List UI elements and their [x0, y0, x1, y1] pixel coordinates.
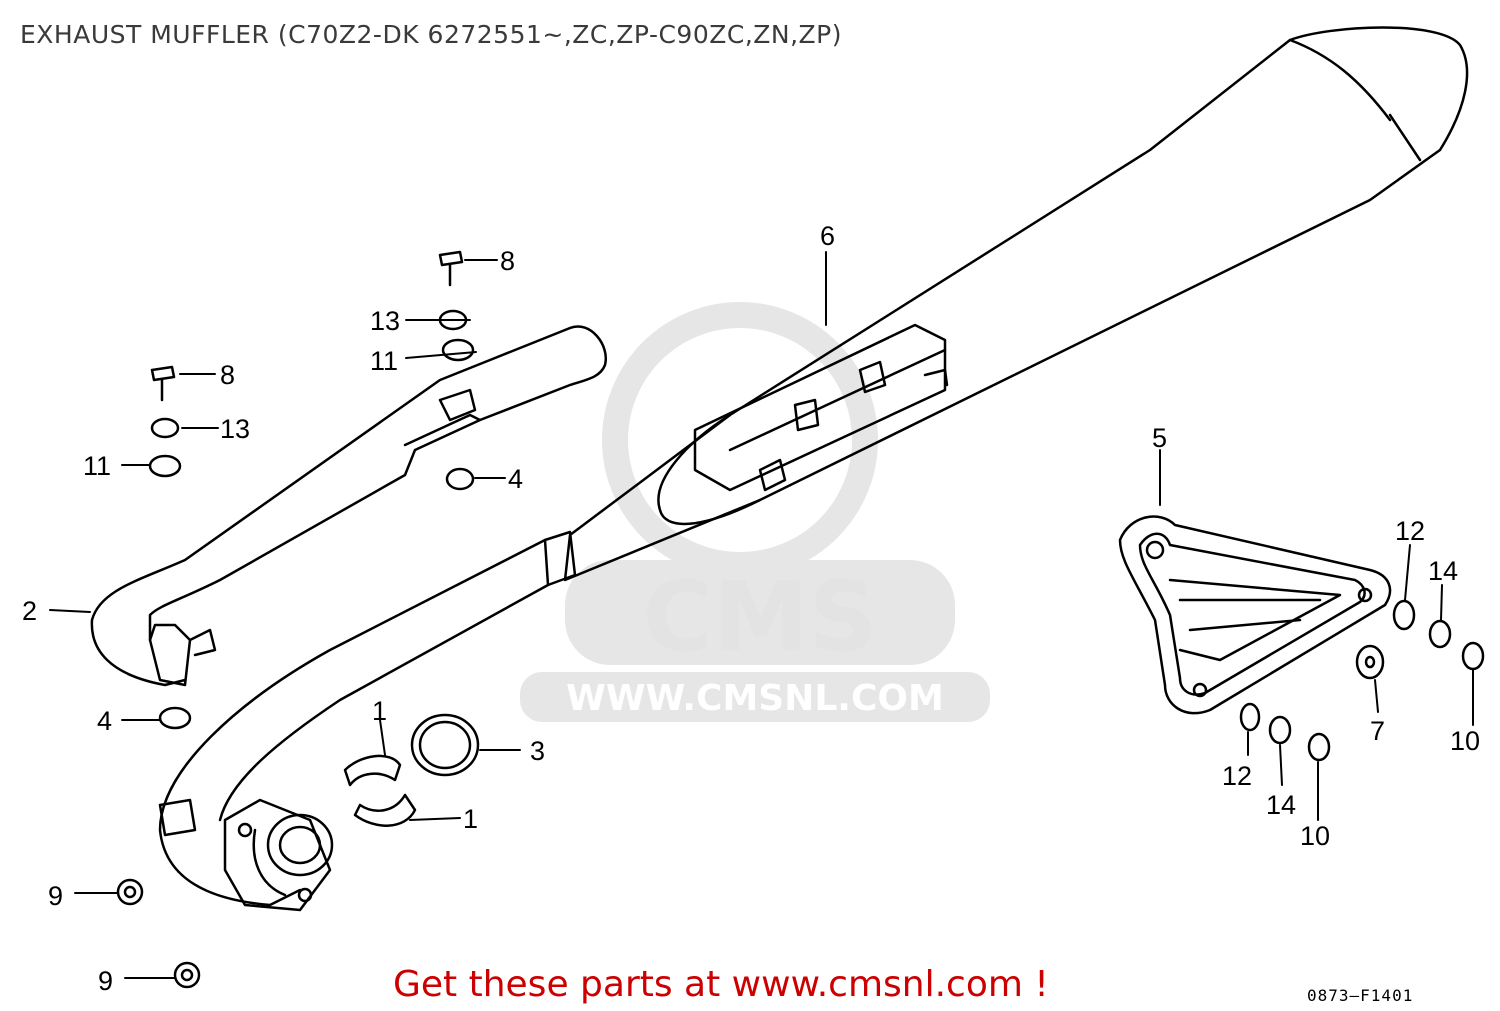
- callout-11: 11: [370, 346, 398, 376]
- callout-14: 14: [1428, 556, 1458, 586]
- callout-10: 10: [1300, 821, 1330, 851]
- muffler-body: [158, 26, 1469, 907]
- hardware-washer: [1239, 599, 1452, 745]
- exhaust-gasket-ring: [410, 713, 480, 777]
- callout-5: 5: [1152, 423, 1167, 453]
- watermark-url-text: WWW.CMSNL.COM: [566, 678, 944, 719]
- callout-14: 14: [1266, 790, 1296, 820]
- callout-1: 1: [463, 804, 478, 834]
- callout-13: 13: [220, 414, 250, 444]
- callout-10: 10: [1450, 726, 1480, 756]
- exhaust-joint-collar: [343, 754, 417, 827]
- callout-8: 8: [500, 246, 515, 276]
- callout-11: 11: [83, 451, 111, 481]
- callout-2: 2: [22, 596, 37, 626]
- callout-12: 12: [1222, 761, 1252, 791]
- callout-4: 4: [508, 464, 523, 494]
- callout-8: 8: [220, 360, 235, 390]
- callout-3: 3: [530, 736, 545, 766]
- exhaust-flange: [223, 798, 334, 912]
- callout-6: 6: [820, 221, 835, 251]
- callout-9: 9: [48, 881, 63, 911]
- callout-7: 7: [1370, 716, 1385, 746]
- callout-1: 1: [372, 696, 387, 726]
- callout-leader-lines: [49, 251, 1474, 979]
- callout-12: 12: [1395, 516, 1425, 546]
- page-title: EXHAUST MUFFLER (C70Z2-DK 6272551~,ZC,ZP…: [20, 20, 843, 49]
- muffler-mount-bracket: [693, 323, 949, 492]
- muffler-protector: [90, 325, 608, 687]
- shop-link-banner[interactable]: Get these parts at www.cmsnl.com !: [393, 964, 1049, 1005]
- muffler-stay-bracket: [1118, 515, 1392, 715]
- hardware-bolt: [150, 250, 464, 402]
- callout-4: 4: [97, 706, 112, 736]
- callout-13: 13: [370, 306, 400, 336]
- watermark-logo-text: CMS: [642, 561, 877, 673]
- cms-watermark: CMS WWW.CMSNL.COM: [520, 302, 990, 722]
- callout-9: 9: [98, 966, 113, 996]
- drawing-code: 0873–F1401: [1307, 986, 1414, 1005]
